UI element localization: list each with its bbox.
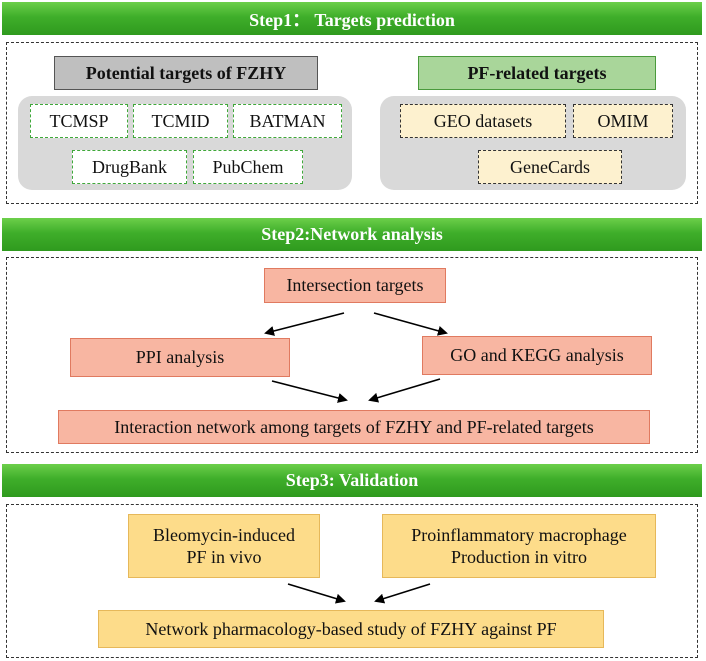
source-tcmid: TCMID bbox=[133, 104, 228, 138]
arrow-in-vitro-to-study bbox=[374, 583, 431, 604]
source-pubchem: PubChem bbox=[193, 150, 303, 184]
go-kegg-analysis-box: GO and KEGG analysis bbox=[422, 336, 652, 375]
arrow-intersection-to-go-kegg bbox=[373, 312, 448, 336]
arrow-ppi-to-network bbox=[271, 380, 348, 403]
step3-banner: Step3: Validation bbox=[2, 464, 702, 497]
arrow-go-kegg-to-network bbox=[368, 378, 441, 403]
intersection-targets-box: Intersection targets bbox=[264, 268, 446, 303]
step2-section bbox=[6, 257, 698, 453]
source-geo-datasets: GEO datasets bbox=[400, 104, 566, 138]
source-batman: BATMAN bbox=[233, 104, 342, 138]
in-vivo-line-1: Bleomycin-induced bbox=[153, 525, 295, 545]
in-vitro-line-1: Proinflammatory macrophage bbox=[411, 525, 627, 545]
bleomycin-in-vivo-box: Bleomycin-induced PF in vivo bbox=[128, 514, 320, 578]
fzhy-targets-header: Potential targets of FZHY bbox=[54, 56, 318, 90]
in-vivo-line-2: PF in vivo bbox=[186, 547, 262, 567]
step3-section bbox=[6, 504, 698, 658]
source-genecards: GeneCards bbox=[478, 150, 622, 184]
in-vitro-line-2: Production in vitro bbox=[451, 547, 587, 567]
source-tcmsp: TCMSP bbox=[30, 104, 128, 138]
step2-banner: Step2:Network analysis bbox=[2, 218, 702, 251]
arrow-in-vivo-to-study bbox=[287, 583, 346, 604]
ppi-analysis-box: PPI analysis bbox=[70, 338, 290, 377]
step1-section bbox=[6, 42, 698, 204]
interaction-network-box: Interaction network among targets of FZH… bbox=[58, 410, 650, 444]
arrow-intersection-to-ppi bbox=[264, 312, 345, 336]
step1-banner: Step1： Targets prediction bbox=[2, 2, 702, 35]
source-omim: OMIM bbox=[573, 104, 673, 138]
macrophage-in-vitro-box: Proinflammatory macrophage Production in… bbox=[382, 514, 656, 578]
network-pharmacology-study-box: Network pharmacology-based study of FZHY… bbox=[98, 610, 604, 648]
pf-targets-header: PF-related targets bbox=[418, 56, 656, 90]
source-drugbank: DrugBank bbox=[72, 150, 187, 184]
